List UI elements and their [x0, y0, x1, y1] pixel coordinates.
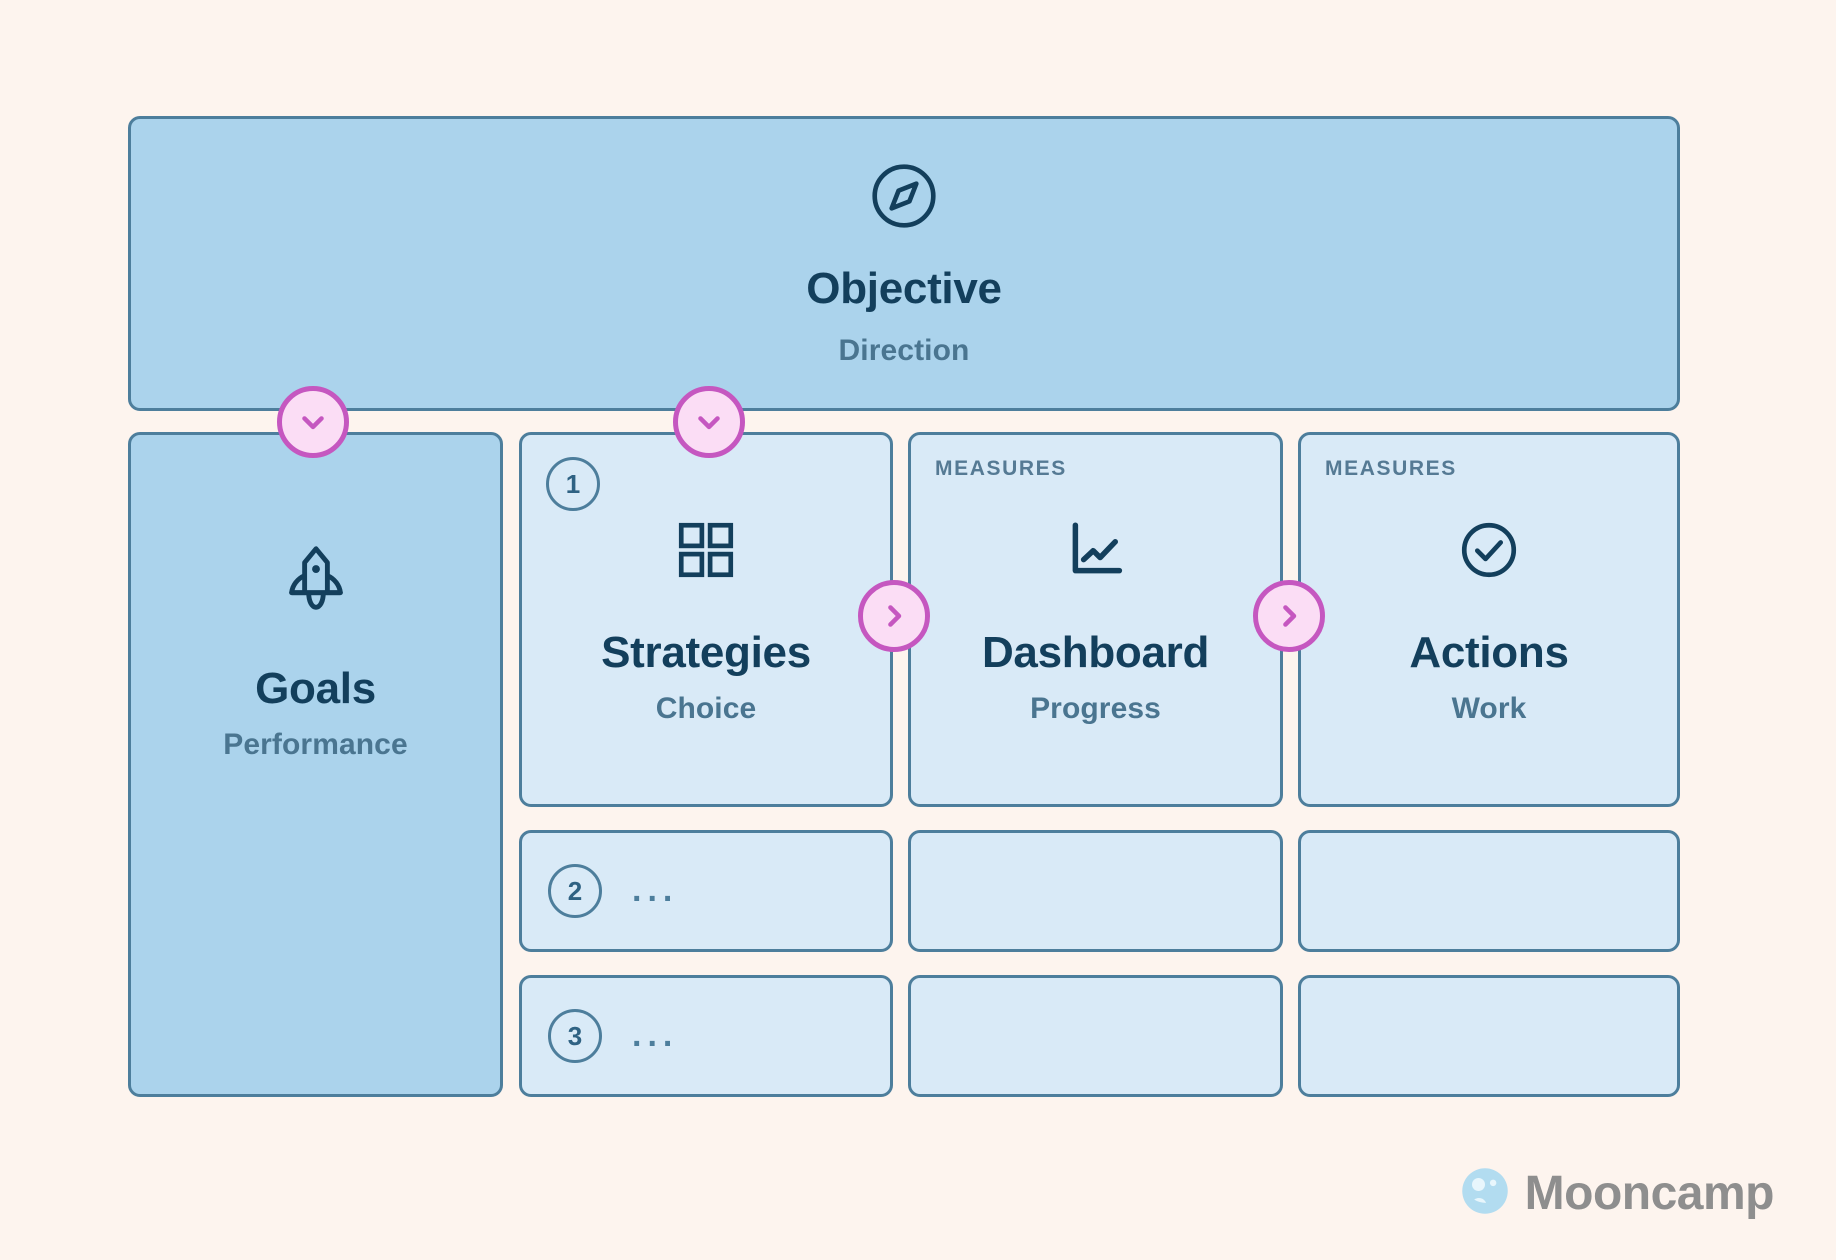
strategy-number-badge: 1 [546, 457, 600, 511]
strategy-number-badge: 3 [548, 1009, 602, 1063]
actions-row-3[interactable] [1298, 975, 1680, 1097]
mooncamp-logo: Mooncamp [1459, 1165, 1775, 1222]
strategy-row-2[interactable]: 2 ... [519, 830, 893, 952]
moon-icon [1459, 1165, 1511, 1222]
dashboard-overline: MEASURES [935, 457, 1067, 480]
actions-overline: MEASURES [1325, 457, 1457, 480]
chevron-down-icon[interactable] [277, 386, 349, 458]
chevron-down-icon[interactable] [673, 386, 745, 458]
strategy-row-3[interactable]: 3 ... [519, 975, 893, 1097]
dashboard-subtitle: Progress [1030, 692, 1161, 726]
strategy-row-placeholder: ... [632, 871, 679, 910]
strategies-column: 1 Strategies Choice 2 ... 3 ... [519, 432, 893, 1097]
actions-row-2[interactable] [1298, 830, 1680, 952]
strategy-number-badge: 2 [548, 864, 602, 918]
actions-column: MEASURES Actions Work [1298, 432, 1680, 1097]
dashboard-title: Dashboard [981, 627, 1210, 677]
dashboard-column: MEASURES Dashboard Progress [908, 432, 1283, 1097]
dashboard-row-2[interactable] [908, 830, 1283, 952]
dashboard-card[interactable]: MEASURES Dashboard Progress [908, 432, 1283, 807]
strategy-row-placeholder: ... [632, 1016, 679, 1055]
actions-title: Actions [1409, 627, 1569, 677]
actions-card[interactable]: MEASURES Actions Work [1298, 432, 1680, 807]
objective-title: Objective [806, 263, 1002, 313]
strategies-card[interactable]: 1 Strategies Choice [519, 432, 893, 807]
goals-title: Goals [255, 664, 376, 713]
mooncamp-wordmark: Mooncamp [1524, 1167, 1775, 1220]
goals-panel: Goals Performance [128, 432, 503, 1097]
check-circle-icon [1456, 517, 1522, 588]
grid-icon [673, 517, 739, 588]
compass-icon [867, 159, 941, 238]
goals-subtitle: Performance [223, 728, 408, 762]
objective-subtitle: Direction [838, 334, 970, 368]
chevron-right-icon[interactable] [858, 580, 930, 652]
chevron-right-icon[interactable] [1253, 580, 1325, 652]
rocket-icon [277, 539, 355, 622]
line-chart-icon [1063, 517, 1129, 588]
actions-subtitle: Work [1451, 692, 1527, 726]
objective-panel: Objective Direction [128, 116, 1680, 411]
strategies-subtitle: Choice [655, 692, 757, 726]
dashboard-row-3[interactable] [908, 975, 1283, 1097]
strategies-title: Strategies [601, 627, 811, 677]
